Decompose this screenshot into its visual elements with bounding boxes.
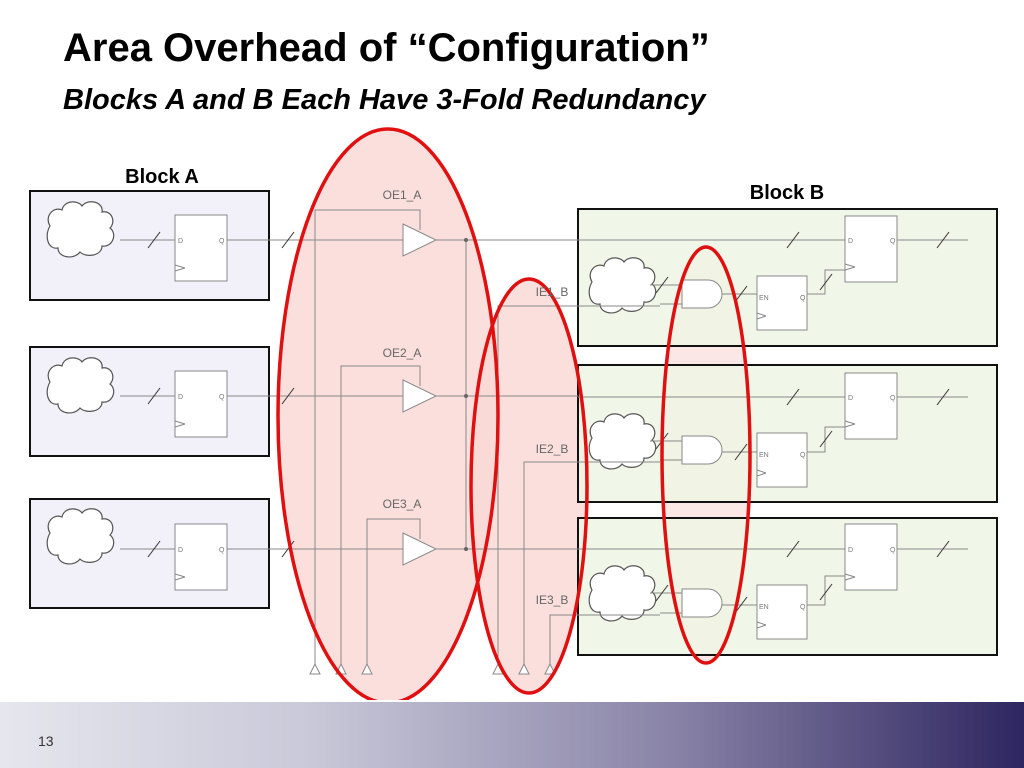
ff-d-pin-label: D [178, 238, 183, 245]
ie3-label: IE3_B [536, 593, 569, 607]
en-pin-label: EN [759, 604, 769, 611]
slide-title: Area Overhead of “Configuration” [63, 26, 710, 70]
ff-q-pin-label: Q [219, 238, 225, 245]
ff-q-pin-label: Q [800, 295, 806, 302]
ff-d-pin-label: D [848, 547, 853, 554]
ff-d-pin-label: D [848, 238, 853, 245]
footer-band [0, 702, 1024, 768]
oe3-label: OE3_A [383, 497, 422, 511]
redundancy-circuit-diagram: Block A Block B OE1_A OE2_A OE3_A IE1_B … [29, 127, 998, 700]
oe2-label: OE2_A [383, 346, 422, 360]
ie-highlight-ellipse [471, 279, 587, 693]
ff-q-pin-label: Q [890, 547, 896, 554]
ff-q-pin-label: Q [219, 547, 225, 554]
block-a-label: Block A [125, 166, 199, 188]
ff-q-pin-label: Q [800, 452, 806, 459]
ff-q-pin-label: Q [219, 394, 225, 401]
oe-highlight-ellipse [278, 129, 498, 700]
ie1-label: IE1_B [536, 285, 569, 299]
page-number: 13 [38, 733, 54, 749]
en-pin-label: EN [759, 452, 769, 459]
en-pin-label: EN [759, 295, 769, 302]
ff-q-pin-label: Q [800, 604, 806, 611]
ff-q-pin-label: Q [890, 395, 896, 402]
ff-d-pin-label: D [848, 395, 853, 402]
oe1-label: OE1_A [383, 188, 422, 202]
ff-q-pin-label: Q [890, 238, 896, 245]
ff-d-pin-label: D [178, 547, 183, 554]
ie2-label: IE2_B [536, 442, 569, 456]
block-b-label: Block B [750, 182, 824, 204]
ff-d-pin-label: D [178, 394, 183, 401]
slide-subtitle: Blocks A and B Each Have 3-Fold Redundan… [63, 84, 706, 116]
